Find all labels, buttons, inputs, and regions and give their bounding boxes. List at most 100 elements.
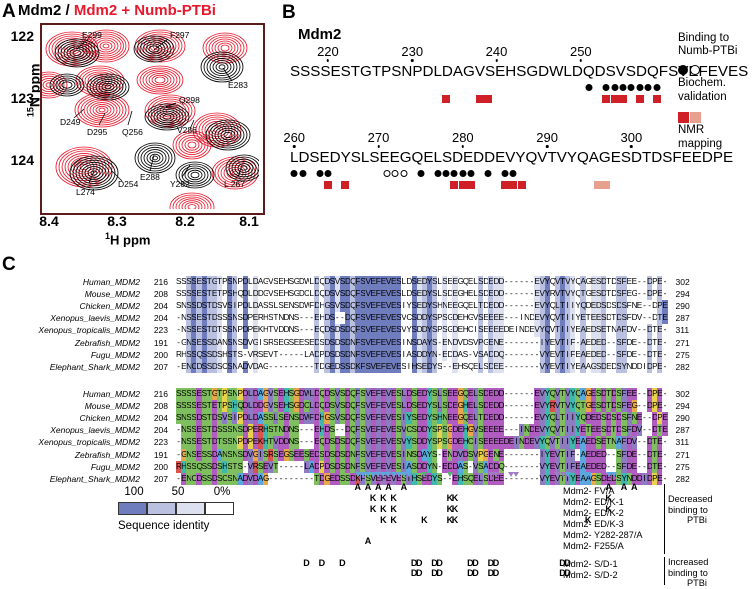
alignment-residue: S xyxy=(432,312,437,325)
alignment-residue: I xyxy=(570,300,576,313)
alignment-residue: V xyxy=(268,276,274,289)
alignment-residue: L xyxy=(472,400,479,413)
alignment-residue: E xyxy=(631,448,637,461)
alignment-residue: E xyxy=(626,276,632,289)
alignment-residue: L xyxy=(273,300,279,313)
conservation-triangle-blue xyxy=(385,472,392,477)
alignment-residue: - xyxy=(530,401,534,411)
alignment-residue: D xyxy=(211,348,218,361)
sequence-end-number: 282 xyxy=(675,361,690,372)
alignment-residue: I xyxy=(570,424,576,437)
alignment-residue: L xyxy=(472,388,479,401)
alignment-residue: N xyxy=(232,448,238,461)
alignment-residue: D xyxy=(314,400,320,413)
alignment-residue: - xyxy=(519,288,525,301)
alignment-residue: R xyxy=(252,348,259,361)
alignment-residue: - xyxy=(641,324,648,337)
alignment-residue: L xyxy=(304,348,310,361)
alignment-residue: N xyxy=(232,360,238,373)
alignment-residue: S xyxy=(227,400,233,413)
sequence-start-number: 223 xyxy=(153,437,168,448)
alignment-residue: D xyxy=(298,288,305,301)
alignment-residue: - xyxy=(520,401,523,411)
alignment-residue: D xyxy=(606,412,612,425)
alignment-residue: S xyxy=(186,312,192,325)
alignment-residue: E xyxy=(493,436,499,449)
alignment-residue: T xyxy=(606,388,612,401)
alignment-residue: V xyxy=(365,448,371,461)
mutation-letter-D: D xyxy=(415,558,423,568)
alignment-residue: S xyxy=(227,360,233,373)
alignment-residue: S xyxy=(329,400,335,413)
alignment-residue: S xyxy=(263,448,269,461)
alignment-residue: S xyxy=(442,276,448,289)
alignment-residue: A xyxy=(580,360,586,373)
alignment-residue: F xyxy=(355,324,361,337)
mutant-label-2: Mdm2- ED/K-2 xyxy=(563,508,624,518)
sequence-end-number: 294 xyxy=(675,401,690,412)
alignment-residue: D xyxy=(498,276,504,289)
alignment-residue: D xyxy=(211,412,218,425)
alignment-residue: S xyxy=(216,312,222,325)
mutation-letter-K: K xyxy=(369,504,377,514)
alignment-residue: Y xyxy=(544,412,550,425)
alignment-residue: D xyxy=(647,324,653,337)
alignment-residue: S xyxy=(329,412,335,425)
mutation-letter-D: D xyxy=(303,558,310,568)
alignment-residue: - xyxy=(294,461,298,471)
alignment-residue: V xyxy=(385,448,391,461)
alignment-residue: Q xyxy=(462,388,469,401)
nmr-square-red xyxy=(484,95,493,103)
alignment-residue: G xyxy=(283,448,290,461)
alignment-residue: E xyxy=(380,388,386,401)
mutation-letter-K: K xyxy=(380,515,387,525)
alignment-residue: F xyxy=(375,312,381,325)
alignment-residue: P xyxy=(237,412,243,425)
alignment-residue: I xyxy=(565,324,571,337)
alignment-residue: G xyxy=(483,448,490,461)
alignment-residue: G xyxy=(447,312,454,325)
alignment-residue: D xyxy=(298,388,305,401)
panel-a-ytick-124: 124 xyxy=(10,152,34,168)
alignment-residue: S xyxy=(360,460,366,473)
alignment-residue: E xyxy=(442,336,448,349)
panel-b-line2-number-ticks xyxy=(290,144,670,150)
alignment-residue: - xyxy=(176,324,182,337)
alignment-residue: E xyxy=(483,312,489,325)
alignment-residue: E xyxy=(600,436,606,449)
species-name: Xenopus_tropicalis_MDM2 xyxy=(38,437,140,448)
alignment-residue: S xyxy=(621,424,627,437)
alignment-residue: - xyxy=(503,300,509,313)
alignment-residue: D xyxy=(611,288,617,301)
alignment-residue: S xyxy=(268,412,274,425)
alignment-residue: D xyxy=(626,448,632,461)
alignment-residue: V xyxy=(554,424,560,437)
alignment-residue: D xyxy=(647,400,653,413)
alignment-residue: - xyxy=(575,336,581,349)
alignment-residue: D xyxy=(211,472,218,485)
alignment-residue: S xyxy=(611,300,617,313)
alignment-residue: S xyxy=(186,412,192,425)
alignment-residue: E xyxy=(298,336,304,349)
alignment-residue: - xyxy=(643,425,646,435)
alignment-residue: - xyxy=(503,288,509,301)
alignment-residue: E xyxy=(590,424,596,437)
alignment-residue: S xyxy=(329,300,335,313)
alignment-residue: D xyxy=(319,360,325,373)
alignment-residue: E xyxy=(391,424,397,437)
alignment-residue: Y xyxy=(544,388,550,401)
alignment-residue: N xyxy=(181,412,187,425)
alignment-residue: T xyxy=(554,324,560,337)
alignment-residue: F xyxy=(626,300,632,313)
residue-number-260: 260 xyxy=(283,130,306,145)
alignment-residue: Q xyxy=(350,312,356,325)
alignment-residue: Y xyxy=(426,400,432,413)
alignment-residue: S xyxy=(257,348,263,361)
alignment-residue: A xyxy=(580,436,586,449)
alignment-residue: H xyxy=(457,360,464,373)
alignment-residue: V xyxy=(534,436,540,449)
